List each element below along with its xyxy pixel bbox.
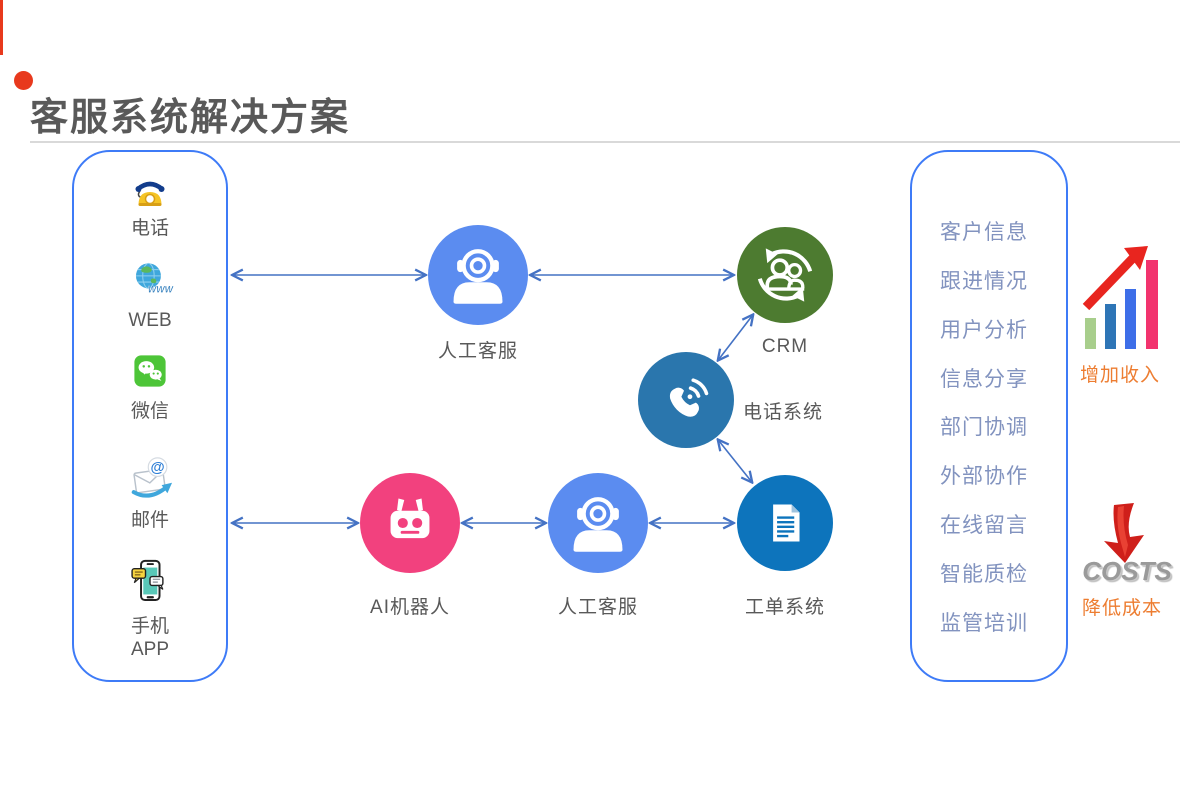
benefit-item: 部门协调 [940,416,1028,439]
support-agent-icon [453,249,503,304]
benefit-item: 信息分享 [940,368,1028,391]
document-icon [773,504,800,542]
rising-bars-arrow-icon [1082,246,1158,349]
benefits-panel: 客户信息 跟进情况 用户分析 信息分享 部门协调 外部协作 在线留言 智能质检 … [910,150,1068,682]
benefit-item: 智能质检 [940,563,1028,586]
node-label-ticket-system: 工单系统 [744,597,825,618]
mobile-app-chat-icon [131,559,164,602]
channel-item-email: @ 邮件 [74,448,226,533]
node-agent-bottom [548,473,648,573]
node-agent-top [428,225,528,325]
channel-item-phone: 电话 [74,164,226,241]
benefit-item: 用户分析 [940,319,1028,342]
title-divider [30,141,1180,143]
email-at-icon: @ [131,457,173,498]
node-label-agent-top: 人工客服 [437,341,518,362]
svg-text:WWW: WWW [148,284,174,294]
channel-label: 邮件 [130,510,169,531]
channel-label: 手机 APP [130,616,170,660]
arrow-phone-system-to-ticket [719,441,751,481]
svg-text:@: @ [150,460,164,476]
benefit-item: 客户信息 [940,221,1028,244]
red-accent-dot [14,71,33,90]
channel-item-mobile-app: 手机 APP [74,550,226,662]
telephone-icon [135,181,165,206]
robot-icon [390,498,430,539]
phone-signal-icon [669,378,709,417]
down-arrow-glyph [1104,503,1144,563]
node-ai-robot [360,473,460,573]
channels-panel: 电话 WWW WEB [72,150,228,682]
benefit-item: 监管培训 [940,612,1028,635]
node-label-agent-bottom: 人工客服 [557,597,638,618]
channel-label: 微信 [130,401,169,422]
globe-www-icon: WWW [135,262,174,295]
channel-label: WEB [128,310,172,331]
costs-word: COSTS [1082,556,1172,586]
node-label-crm: CRM [761,336,809,357]
support-agent-icon [573,497,623,552]
channel-item-web: WWW WEB [74,254,226,333]
benefit-item: 外部协作 [940,465,1028,488]
node-label-phone-system: 电话系统 [743,402,824,423]
node-label-ai-robot: AI机器人 [370,597,450,618]
node-ticket-system [737,475,833,571]
wechat-icon [134,355,166,387]
benefit-item: 在线留言 [940,514,1028,537]
left-edge-accent-bar [0,0,3,55]
page-title: 客服系统解决方案 [30,97,351,139]
costs-label: 降低成本 [1082,598,1163,619]
benefit-item: 跟进情况 [940,270,1028,293]
node-crm [737,227,833,323]
revenue-label: 增加收入 [1080,365,1161,386]
crm-people-sync-icon [757,248,813,302]
channel-label: 电话 [130,218,169,239]
costs-down-arrow-icon: COSTS [1082,503,1172,587]
channel-item-wechat: 微信 [74,345,226,424]
node-phone-system [638,352,734,448]
